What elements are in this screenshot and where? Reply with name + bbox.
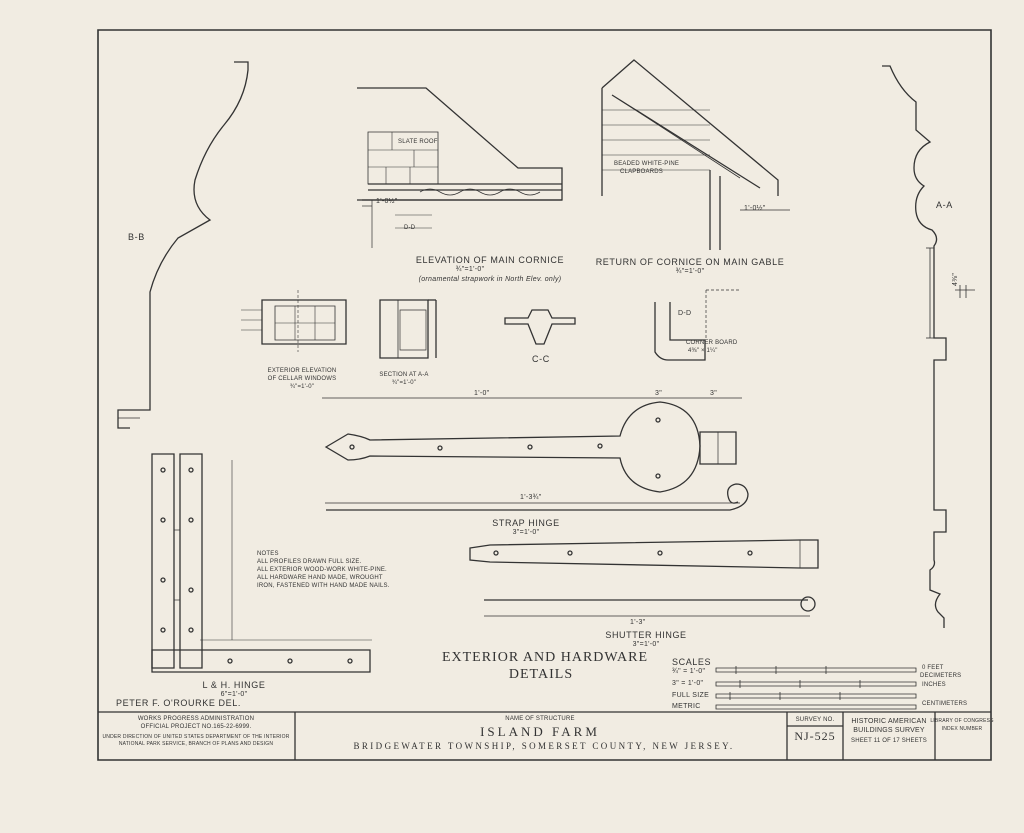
- corner-board-dd: [655, 290, 740, 360]
- wpa-line-1: WORKS PROGRESS ADMINISTRATION: [137, 716, 255, 722]
- library-line-2: INDEX NUMBER: [941, 726, 983, 732]
- delineator: PETER F. O'ROURKE DEL.: [116, 698, 241, 708]
- profile-bb: [118, 62, 248, 428]
- scale-decimeters: DECIMETERS: [920, 673, 962, 679]
- scale-bars: [716, 666, 916, 709]
- habs-line-2: BUILDINGS SURVEY: [853, 727, 925, 734]
- sheet-border: [98, 30, 991, 760]
- elevation-main-cornice: [357, 88, 562, 248]
- survey-no: NJ-525: [794, 729, 836, 743]
- title-ext-elev-2: OF CELLAR WINDOWS: [267, 376, 337, 382]
- scale-lh-hinge: 6"=1'-0": [220, 691, 248, 698]
- section-aa-window: [380, 300, 436, 358]
- scale-label-4: METRIC: [672, 703, 701, 710]
- label-dd-small: D-D: [404, 225, 416, 231]
- title-section-aa: SECTION AT A-A: [379, 372, 429, 378]
- scale-section-aa: ¾"=1'-0": [391, 380, 417, 386]
- habs-line-1: HISTORIC AMERICAN: [851, 718, 927, 725]
- return-of-cornice: [602, 60, 790, 250]
- notes-line-2: ALL EXTERIOR WOOD-WORK WHITE-PINE.: [257, 567, 387, 573]
- scale-centimeters: CENTIMETERS: [922, 701, 968, 707]
- details-title-1: EXTERIOR AND HARDWARE: [441, 650, 649, 665]
- label-dd: D-D: [678, 310, 692, 317]
- label-corner-board: CORNER BOARD: [686, 340, 738, 346]
- notes-heading: NOTES: [257, 551, 279, 557]
- title-lh-hinge: L & H. HINGE: [202, 680, 266, 690]
- dim-cornice: 1'-0½": [376, 198, 398, 205]
- label-slate-roof: SLATE ROOF: [398, 139, 438, 145]
- dim-return: 1'-0½": [744, 205, 766, 212]
- strap-hinge-drawing: [322, 398, 748, 510]
- scale-inches: INCHES: [922, 682, 946, 688]
- label-corner-board-dim: 4⅜" × 1¼": [688, 348, 718, 354]
- title-shutter-hinge: SHUTTER HINGE: [605, 630, 687, 640]
- label-cc: C-C: [532, 354, 550, 364]
- notes-line-4: IRON, FASTENED WITH HAND MADE NAILS.: [257, 583, 390, 589]
- lh-hinge-drawing: [152, 454, 372, 672]
- scale-elevation-main-cornice: ¾"=1'-0": [455, 266, 485, 273]
- wpa-line-2: OFFICIAL PROJECT No.165-22-6999.: [140, 724, 252, 730]
- structure-location: BRIDGEWATER TOWNSHIP, SOMERSET COUNTY, N…: [353, 741, 735, 751]
- note-strapwork: (ornamental strapwork in North Elev. onl…: [418, 276, 562, 283]
- details-title-2: DETAILS: [508, 667, 574, 682]
- label-aa: A-A: [936, 200, 953, 210]
- wpa-line-3: UNDER DIRECTION OF UNITED STATES DEPARTM…: [102, 734, 290, 740]
- scale-label-1: ¾" = 1'-0": [672, 668, 706, 675]
- scale-ext-elev: ¾"=1'-0": [289, 384, 315, 390]
- title-elevation-main-cornice: ELEVATION OF MAIN CORNICE: [415, 255, 565, 265]
- title-strap-hinge: STRAP HINGE: [492, 518, 560, 528]
- notes-line-1: ALL PROFILES DRAWN FULL SIZE.: [257, 559, 362, 565]
- scales-title: SCALES: [672, 657, 712, 667]
- scale-return-cornice: ¾"=1'-0": [675, 268, 705, 275]
- shutter-hinge-drawing: [470, 540, 818, 616]
- wpa-line-4: NATIONAL PARK SERVICE, BRANCH OF PLANS A…: [118, 741, 274, 747]
- scale-strap-hinge: 3"=1'-0": [512, 529, 540, 536]
- structure-name-label: NAME OF STRUCTURE: [505, 716, 575, 722]
- scale-feet: 0 FEET: [922, 665, 944, 671]
- dim-aa-4-3-8: 4⅜": [952, 272, 959, 286]
- dim-strap-top: 1'-0": [474, 390, 490, 397]
- title-return-cornice: RETURN OF CORNICE ON MAIN GABLE: [595, 257, 785, 267]
- label-clapboards-2: CLAPBOARDS: [620, 169, 664, 175]
- title-ext-elev-1: EXTERIOR ELEVATION: [267, 368, 337, 374]
- structure-name: ISLAND FARM: [480, 724, 600, 739]
- dim-strap-bottom: 1'-3¾": [520, 494, 542, 501]
- profile-aa: [882, 66, 946, 628]
- label-clapboards-1: BEADED WHITE-PINE: [614, 161, 680, 167]
- scale-label-2: 3" = 1'-0": [672, 680, 704, 687]
- scale-label-3: FULL SIZE: [672, 692, 710, 699]
- label-bb: B-B: [128, 232, 145, 242]
- sheet-number: SHEET 11 OF 17 SHEETS: [850, 738, 928, 744]
- dim-strap-3a: 3": [655, 390, 662, 397]
- dim-shutter: 1'-3": [630, 619, 646, 626]
- cellar-window-elevation: [241, 290, 346, 352]
- notes-line-3: ALL HARDWARE HAND MADE, WROUGHT: [257, 575, 383, 581]
- scale-shutter-hinge: 3"=1'-0": [632, 641, 660, 648]
- section-cc: [505, 310, 575, 344]
- survey-no-label: SURVEY NO.: [795, 717, 835, 723]
- library-line-1: LIBRARY OF CONGRESS: [930, 718, 994, 724]
- dim-strap-3b: 3": [710, 390, 717, 397]
